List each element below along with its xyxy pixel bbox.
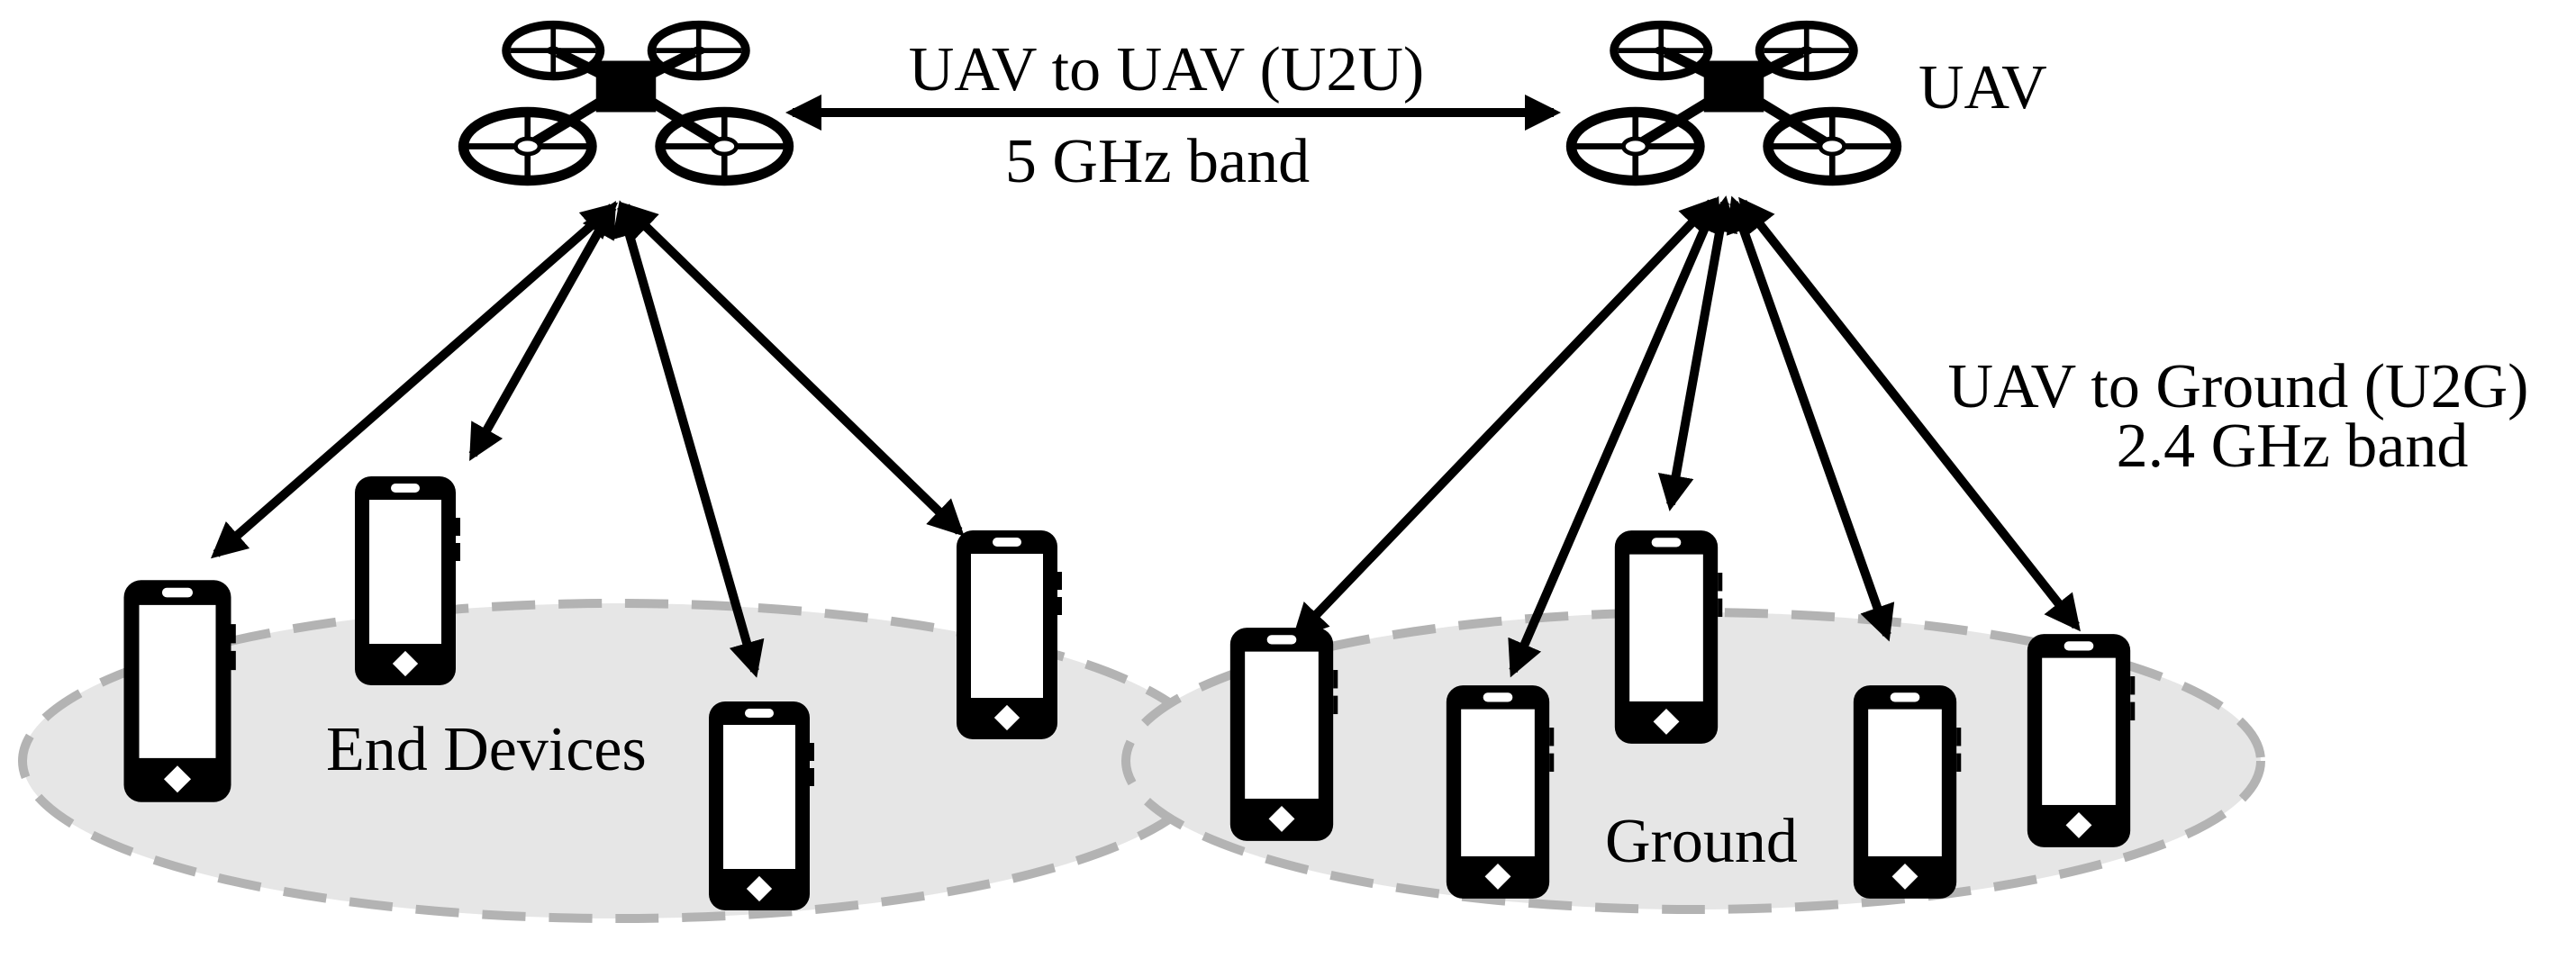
- ground-device-smartphone-icon: [1853, 685, 1962, 899]
- right-link-3: [1657, 195, 1738, 511]
- u2u-label-line1: UAV to UAV (U2U): [909, 35, 1424, 104]
- end-device-smartphone-icon: [123, 580, 236, 802]
- end-device-smartphone-icon: [957, 530, 1062, 739]
- ground-device-smartphone-icon: [2027, 634, 2136, 847]
- ground-device-smartphone-icon: [1614, 530, 1723, 744]
- ground-device-smartphone-icon: [1229, 628, 1338, 841]
- u2u-label-line2: 5 GHz band: [1005, 127, 1310, 196]
- right-uav-drone-icon: [1572, 25, 1897, 181]
- uav-label: UAV: [1918, 53, 2047, 122]
- ground-label: Ground: [1605, 807, 1798, 876]
- u2g-label-line2: 2.4 GHz band: [2117, 412, 2469, 481]
- end-devices-label: End Devices: [326, 715, 647, 784]
- end-device-smartphone-icon: [355, 476, 460, 685]
- left-link-2: [468, 201, 617, 461]
- right-u2g-links: [1292, 195, 2081, 678]
- left-uav-drone-icon: [464, 25, 789, 181]
- right-link-5: [1738, 196, 2081, 632]
- end-device-smartphone-icon: [709, 701, 814, 910]
- left-link-4: [621, 202, 965, 537]
- right-link-4: [1726, 195, 1895, 642]
- left-u2g-links: [210, 200, 965, 678]
- ground-device-smartphone-icon: [1446, 685, 1555, 899]
- u2g-label-line1: UAV to Ground (U2G): [1948, 352, 2529, 421]
